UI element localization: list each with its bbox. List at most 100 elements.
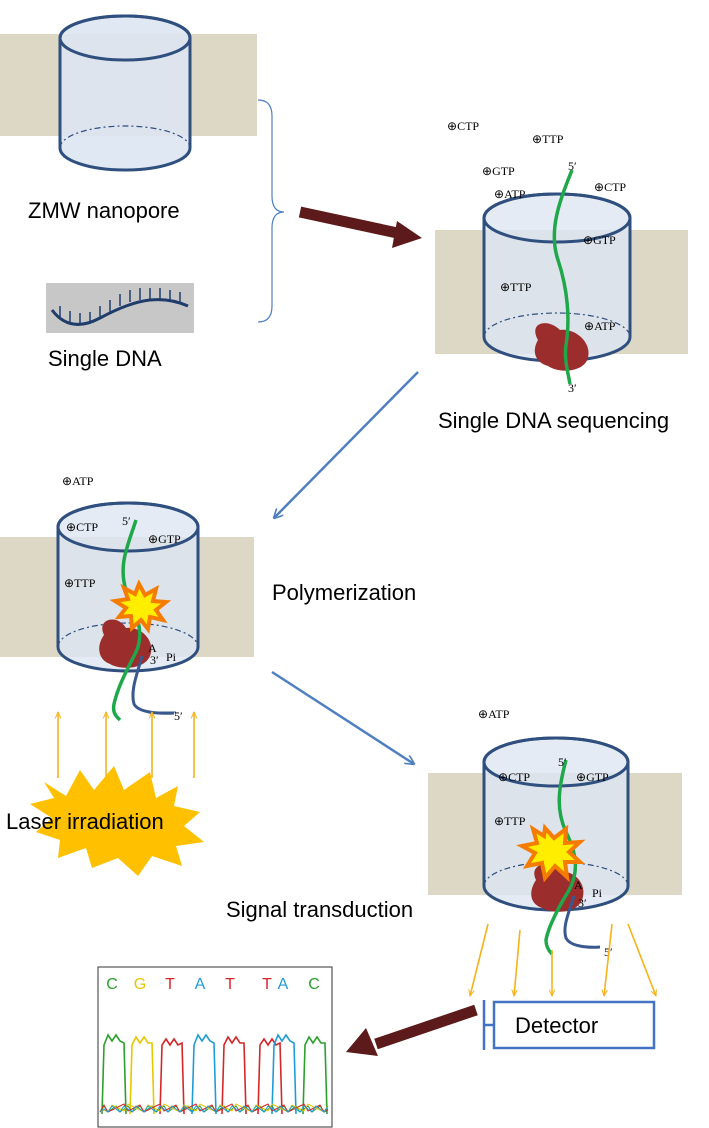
baseline-noise-trace — [99, 1103, 329, 1113]
single-dna-sequencing-label: Single DNA sequencing — [438, 408, 669, 433]
svg-text:⊕TTP: ⊕TTP — [64, 576, 96, 590]
svg-text:⊕CTP: ⊕CTP — [66, 520, 98, 534]
nanopore-floor — [483, 312, 631, 338]
base-call-t: T — [225, 976, 235, 993]
signal-transduction-panel: ⊕ATP 5′ A Pi 3′ 5′ ⊕CTP ⊕GTP ⊕TTP Signal… — [226, 707, 682, 996]
base-call-t: T — [165, 976, 175, 993]
grouping-bracket — [257, 99, 285, 323]
base-label: A — [574, 878, 583, 892]
three-prime-label: 3′ — [578, 896, 587, 910]
nucleotide-ttp: ⊕TTP — [64, 576, 96, 590]
nucleotide-gtp: ⊕GTP — [583, 233, 616, 247]
light-rays — [58, 712, 194, 778]
base-call-a: A — [278, 976, 289, 993]
polymerization-panel: ⊕ATP 5′ A Pi 3′ 5′ ⊕CTP ⊕GTP ⊕TTP Polyme… — [0, 474, 416, 876]
big-arrow-to-sequencing — [298, 206, 422, 248]
trace-peak-t — [159, 1037, 185, 1115]
nucleotide-ctp: ⊕CTP — [66, 520, 98, 534]
detector: Detector — [482, 1000, 656, 1050]
dna-synthesized-strand — [563, 895, 601, 949]
nanopore-top-rim — [482, 736, 630, 788]
dna-template-strand — [544, 759, 578, 956]
nucleotide-ctp: ⊕CTP — [447, 119, 479, 133]
nucleotide-atp: ⊕ATP — [494, 187, 526, 201]
pi-label: Pi — [592, 886, 603, 900]
svg-text:⊕CTP: ⊕CTP — [594, 180, 626, 194]
base-call-c: C — [308, 976, 320, 993]
dna-template-strand — [111, 519, 142, 722]
nucleotide-atp: ⊕ATP — [478, 707, 510, 721]
base-call-c: C — [106, 976, 118, 993]
single-dna-label: Single DNA — [48, 346, 162, 371]
nanopore — [58, 14, 192, 172]
trace-peak-g — [129, 1035, 155, 1115]
detector-label: Detector — [515, 1013, 598, 1038]
five-prime-label: 5′ — [122, 514, 131, 528]
svg-text:⊕CTP: ⊕CTP — [447, 119, 479, 133]
big-arrow-to-chromatogram — [346, 1004, 478, 1056]
nucleotide-ctp: ⊕CTP — [498, 770, 530, 784]
base-call-a: A — [195, 976, 206, 993]
single-dna-panel: Single DNA — [46, 283, 194, 371]
svg-text:⊕GTP: ⊕GTP — [576, 770, 609, 784]
five-prime-label: 5′ — [558, 755, 567, 769]
baseline-noise-trace — [99, 1105, 329, 1113]
svg-text:⊕CTP: ⊕CTP — [498, 770, 530, 784]
trace-peak-a — [271, 1033, 297, 1115]
base-label: A — [148, 641, 157, 655]
nanopore-top-rim — [58, 14, 192, 62]
svg-text:⊕GTP: ⊕GTP — [583, 233, 616, 247]
svg-text:⊕TTP: ⊕TTP — [500, 280, 532, 294]
fluorescence-flash-icon — [109, 579, 172, 634]
svg-text:⊕ATP: ⊕ATP — [494, 187, 526, 201]
svg-text:⊕TTP: ⊕TTP — [494, 814, 526, 828]
nanopore-floor — [57, 622, 199, 648]
base-call-t: T — [262, 976, 272, 993]
five-prime-label: 5′ — [174, 709, 183, 723]
nucleotide-ttp: ⊕TTP — [532, 132, 564, 146]
svg-text:⊕ATP: ⊕ATP — [584, 319, 616, 333]
nanopore-floor — [59, 125, 191, 149]
dna-template-strand — [552, 169, 574, 385]
nucleotide-gtp: ⊕GTP — [576, 770, 609, 784]
base-call-g: G — [134, 976, 146, 993]
flow-arrow-to-polymerization — [274, 371, 419, 518]
svg-text:⊕GTP: ⊕GTP — [148, 532, 181, 546]
nucleotide-atp: ⊕ATP — [584, 319, 616, 333]
nanopore-top-rim — [56, 501, 200, 553]
trace-peak-t — [221, 1035, 247, 1115]
flow-arrow-to-signal-transduction — [271, 670, 414, 764]
nanopore-top-rim — [482, 192, 632, 244]
svg-text:⊕ATP: ⊕ATP — [62, 474, 94, 488]
emission-rays — [470, 923, 656, 996]
trace-peak-c — [302, 1035, 328, 1115]
nucleotide-ttp: ⊕TTP — [500, 280, 532, 294]
laser-irradiation-label: Laser irradiation — [6, 809, 164, 834]
three-prime-label: 3′ — [568, 381, 577, 395]
pi-label: Pi — [166, 650, 177, 664]
laser-burst-icon — [30, 766, 204, 876]
trace-peaks — [99, 1033, 329, 1115]
dna-bases — [59, 288, 181, 325]
nucleotide-ctp: ⊕CTP — [594, 180, 626, 194]
signal-transduction-label: Signal transduction — [226, 897, 413, 922]
polymerase — [534, 323, 589, 371]
svg-text:⊕GTP: ⊕GTP — [482, 164, 515, 178]
polymerization-label: Polymerization — [272, 580, 416, 605]
svg-text:⊕TTP: ⊕TTP — [532, 132, 564, 146]
svg-text:⊕ATP: ⊕ATP — [478, 707, 510, 721]
nucleotide-gtp: ⊕GTP — [482, 164, 515, 178]
zmw-nanopore-label: ZMW nanopore — [28, 198, 180, 223]
zmw-nanopore-panel: ZMW nanopore — [0, 14, 257, 223]
five-prime-label: 5′ — [568, 159, 577, 173]
trace-peak-c — [101, 1033, 127, 1115]
dna-synthesized-strand — [131, 655, 175, 715]
three-prime-label: 3′ — [150, 653, 159, 667]
fluorescence-flash-icon — [516, 823, 586, 883]
single-dna-sequencing-panel: 5′ 3′ ⊕CTP ⊕TTP ⊕GTP ⊕CTP ⊕ATP ⊕GTP ⊕TTP… — [435, 119, 688, 433]
trace-peak-t — [257, 1037, 283, 1115]
trace-peak-a — [191, 1033, 217, 1115]
